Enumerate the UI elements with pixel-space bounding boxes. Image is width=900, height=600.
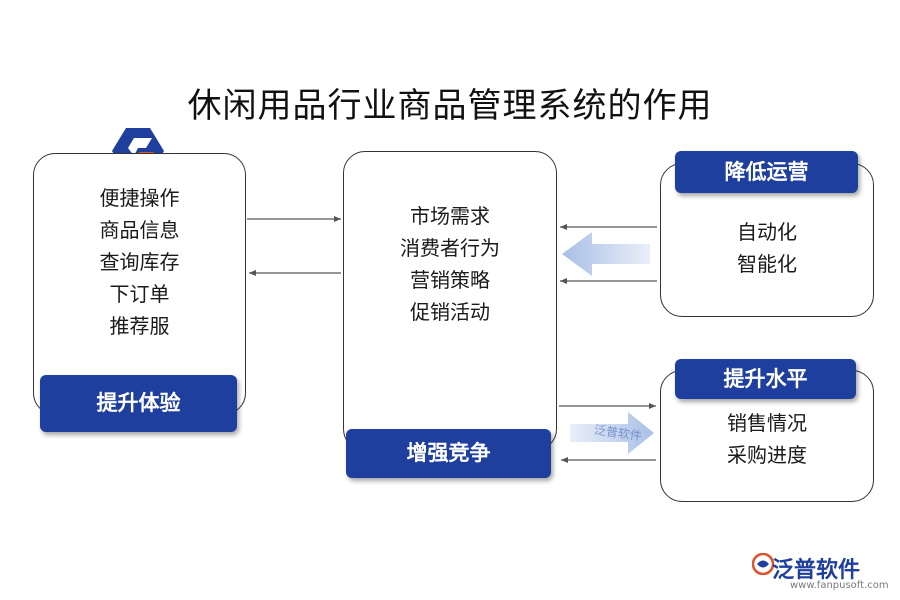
list-item: 商品信息 (99, 218, 180, 242)
list-item: 便捷操作 (99, 186, 180, 210)
list-item: 自动化 (737, 220, 797, 244)
list-item: 销售情况 (727, 411, 807, 435)
badge-raise-level: 提升水平 (675, 359, 856, 399)
list-item: 下订单 (109, 282, 170, 306)
center-box: 市场需求 消费者行为 营销策略 促销活动 (343, 151, 557, 451)
brand-url: www.fanpusoft.com (790, 580, 889, 591)
big-arrow-left (562, 232, 650, 276)
badge-reduce-operations: 降低运营 (675, 151, 858, 193)
brand-name: 泛普软件 (772, 558, 861, 583)
list-item: 智能化 (737, 252, 797, 276)
right-bottom-items: 销售情况 采购进度 (661, 407, 873, 471)
badge-enhance-competition: 增强竞争 (346, 429, 551, 478)
list-item: 推荐服 (109, 314, 170, 338)
badge-improve-experience: 提升体验 (40, 375, 237, 432)
center-box-items: 市场需求 消费者行为 营销策略 促销活动 (344, 200, 556, 328)
list-item: 查询库存 (99, 250, 180, 274)
list-item: 市场需求 (410, 204, 490, 228)
list-item: 采购进度 (727, 443, 807, 467)
brand-logo-icon (752, 553, 774, 575)
diagram-title: 休闲用品行业商品管理系统的作用 (187, 86, 713, 126)
left-box: 便捷操作 商品信息 查询库存 下订单 推荐服 (33, 153, 246, 415)
list-item: 消费者行为 (400, 236, 500, 260)
list-item: 营销策略 (410, 268, 490, 292)
left-box-items: 便捷操作 商品信息 查询库存 下订单 推荐服 (34, 182, 245, 342)
big-arrow-right (570, 412, 654, 454)
list-item: 促销活动 (410, 300, 490, 324)
right-top-items: 自动化 智能化 (661, 216, 873, 280)
